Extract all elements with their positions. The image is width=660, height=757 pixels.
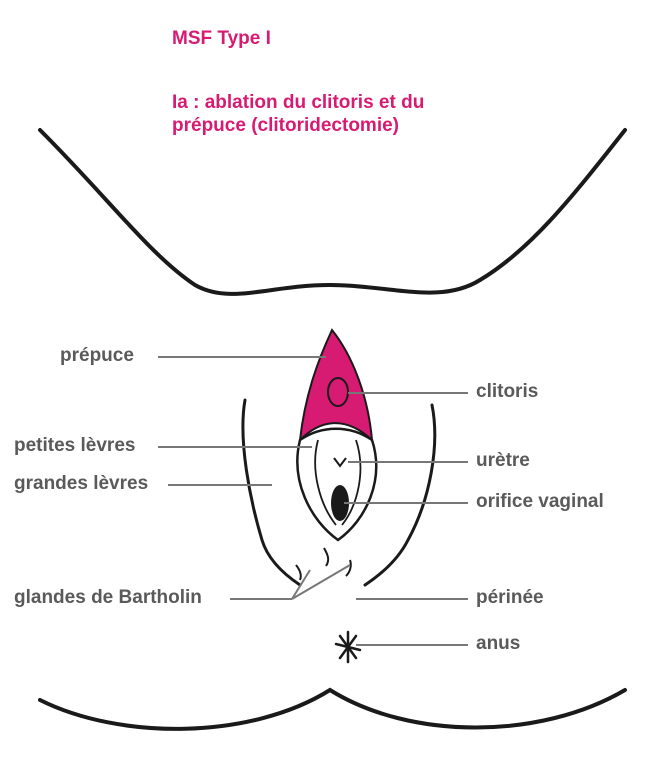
anus-shape [334, 630, 362, 664]
inner-fold-left [314, 439, 337, 526]
diagram-subtitle: Ia : ablation du clitoris et du prépuce … [172, 92, 425, 136]
vaginal-orifice-shape [331, 485, 349, 521]
leader-glandes-branch1 [291, 569, 311, 600]
label-glandes-bartholin: glandes de Bartholin [14, 587, 202, 608]
grandes-levres-right [363, 403, 437, 587]
bartholin-mark-left [295, 564, 302, 581]
label-uretre: urètre [476, 450, 530, 471]
label-grandes-levres: grandes lèvres [14, 473, 149, 494]
bartholin-mark-right2 [345, 559, 352, 577]
leader-glandes-branch2 [291, 564, 351, 600]
label-petites-levres: petites lèvres [14, 435, 136, 456]
label-clitoris: clitoris [476, 381, 539, 402]
bartholin-mark-right [323, 547, 330, 567]
label-perinee: périnée [476, 587, 544, 608]
lower-body-curve [38, 687, 627, 731]
clitoris-shape [327, 377, 349, 407]
label-orifice-vaginal: orifice vaginal [476, 491, 604, 512]
petites-levres-shape [296, 427, 378, 542]
uretre-shape [333, 457, 347, 468]
grandes-levres-left [241, 398, 302, 587]
inner-fold-right [341, 439, 362, 526]
upper-body-curve [38, 128, 627, 296]
label-prepuce: prépuce [60, 345, 134, 366]
label-anus: anus [476, 633, 521, 654]
diagram-title: MSF Type I [172, 28, 271, 49]
